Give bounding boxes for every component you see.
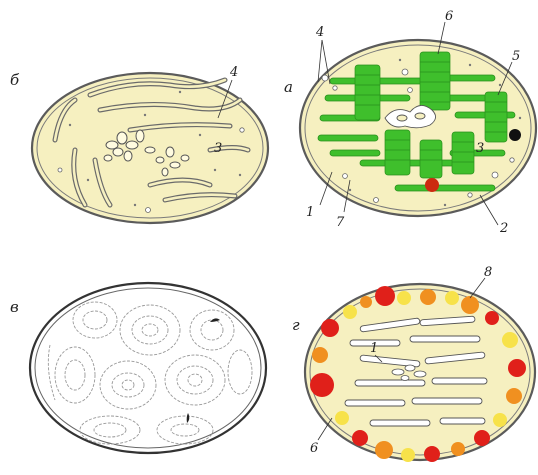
- panel-a-letter: а: [284, 78, 293, 96]
- globule: [401, 448, 415, 462]
- panel-a-label-6: 6: [445, 9, 453, 24]
- granum-6: [452, 132, 474, 174]
- globule: [424, 446, 440, 462]
- globule: [485, 311, 499, 325]
- panel-v: в: [10, 283, 266, 453]
- globule: [445, 291, 459, 305]
- globule: [461, 296, 479, 314]
- granum-3: [485, 92, 507, 142]
- panel-v-letter: в: [10, 298, 19, 316]
- globule: [343, 305, 357, 319]
- panel-a-label-7: 7: [336, 215, 345, 230]
- panel-v-outer-membrane: [30, 283, 266, 453]
- panel-g-label-1: 1: [370, 341, 378, 356]
- granum-2: [420, 52, 450, 110]
- globule: [420, 289, 436, 305]
- globule: [451, 442, 465, 456]
- panel-a-label-2: 2: [499, 221, 508, 236]
- globule: [321, 319, 339, 337]
- globule: [397, 291, 411, 305]
- panel-b: б 4 3: [10, 65, 268, 223]
- panel-a-plastoglobule: [425, 178, 439, 192]
- panel-g-label-6: 6: [310, 441, 318, 456]
- globule: [502, 332, 518, 348]
- panel-a-label-5: 5: [512, 49, 520, 64]
- granum-5: [420, 140, 442, 178]
- panel-b-letter: б: [10, 71, 20, 89]
- globule: [506, 388, 522, 404]
- globule: [375, 441, 393, 459]
- globule: [508, 359, 526, 377]
- panel-g: г 8 1 6: [292, 265, 535, 462]
- panel-b-label-3: 3: [214, 141, 222, 156]
- globule: [335, 411, 349, 425]
- granum-4: [385, 130, 410, 175]
- globule: [310, 373, 334, 397]
- globule: [312, 347, 328, 363]
- globule: [360, 296, 372, 308]
- globule: [493, 413, 507, 427]
- panel-a-label-4: 4: [315, 25, 324, 40]
- granum-1: [355, 65, 380, 120]
- panel-a-label-3: 3: [476, 141, 484, 156]
- globule: [375, 286, 395, 306]
- panel-g-label-8: 8: [484, 265, 492, 280]
- globule: [352, 430, 368, 446]
- panel-a-label-1: 1: [306, 205, 314, 220]
- globule: [474, 430, 490, 446]
- panel-b-label-4: 4: [229, 65, 238, 80]
- panel-a-dark-body: [509, 129, 521, 141]
- panel-a: а 4 6 5 3 1 7 2: [284, 9, 536, 236]
- panel-g-letter: г: [292, 316, 300, 334]
